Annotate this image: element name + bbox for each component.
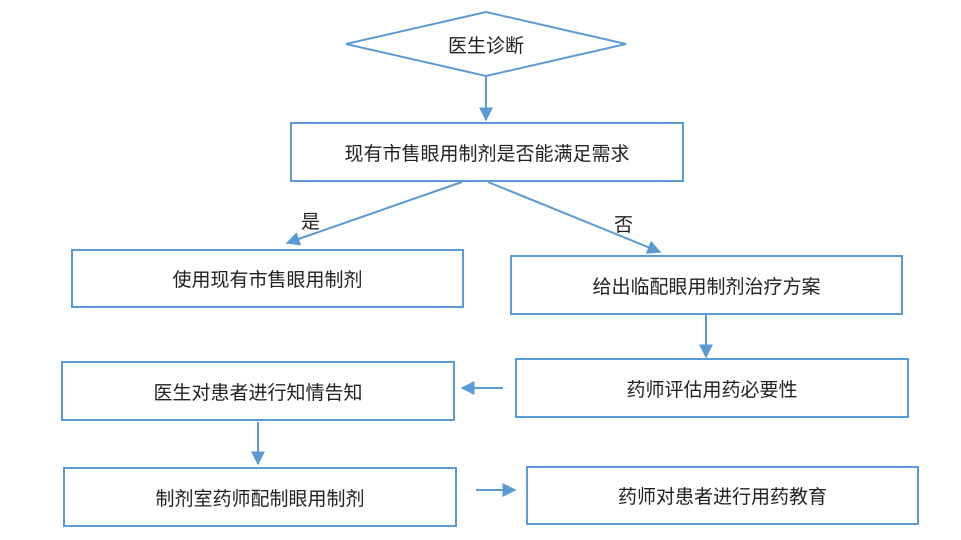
use-existing-text: 使用现有市售眼用制剂 xyxy=(172,269,363,291)
use-existing-box: 使用现有市售眼用制剂 xyxy=(71,249,464,308)
educate-text: 药师对患者进行用药教育 xyxy=(617,486,827,508)
yes-label: 是 xyxy=(301,211,321,233)
question-box: 现有市售眼用制剂是否能满足需求 xyxy=(290,122,684,182)
inform-box: 医生对患者进行知情告知 xyxy=(61,361,455,421)
start-diamond xyxy=(345,10,627,78)
inform-text: 医生对患者进行知情告知 xyxy=(153,381,363,404)
start-label: 医生诊断 xyxy=(447,34,524,57)
no-label: 否 xyxy=(614,214,634,236)
prepare-box: 制剂室药师配制眼用制剂 xyxy=(63,467,457,527)
evaluate-box: 药师评估用药必要性 xyxy=(515,358,909,418)
prepare-text: 制剂室药师配制眼用制剂 xyxy=(155,487,365,510)
evaluate-text: 药师评估用药必要性 xyxy=(626,378,798,401)
treatment-plan-box: 给出临配眼用制剂治疗方案 xyxy=(510,255,903,315)
question-text: 现有市售眼用制剂是否能满足需求 xyxy=(344,142,630,165)
educate-box: 药师对患者进行用药教育 xyxy=(526,466,919,525)
treatment-plan-text: 给出临配眼用制剂治疗方案 xyxy=(592,275,821,298)
arrow-question-to-yes xyxy=(285,181,463,246)
arrow-question-to-no xyxy=(487,181,662,254)
